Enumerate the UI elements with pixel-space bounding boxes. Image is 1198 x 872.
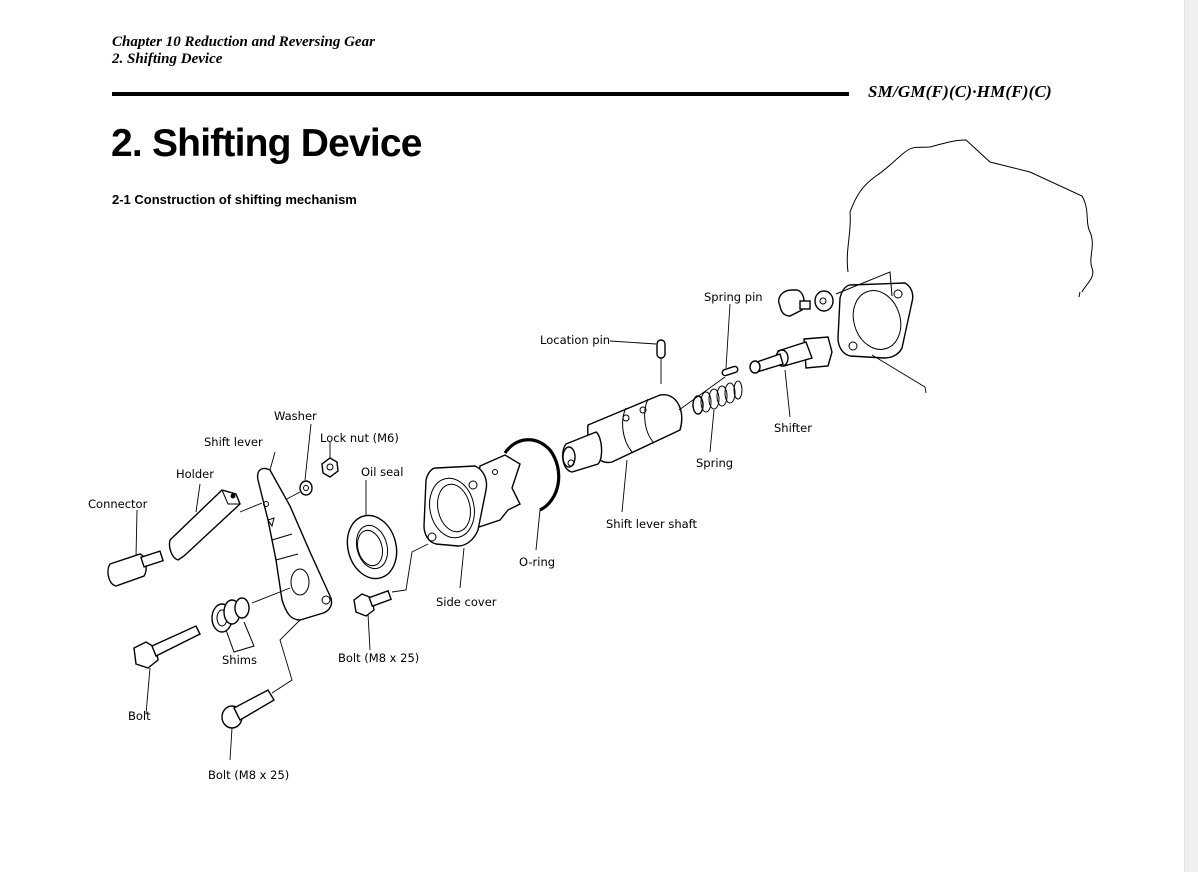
side-cover-part	[423, 454, 521, 547]
section-heading: 2. Shifting Device	[112, 51, 223, 67]
label-bolt: Bolt	[128, 709, 151, 723]
spring-pin-part	[721, 365, 739, 377]
label-bolt-m8-cover: Bolt (M8 x 25)	[338, 651, 419, 665]
label-o-ring: O-ring	[519, 555, 555, 569]
label-location-pin: Location pin	[540, 333, 610, 347]
shift-lever-shaft-part	[561, 376, 726, 473]
chapter-heading: Chapter 10 Reduction and Reversing Gear	[112, 34, 375, 50]
label-connector: Connector	[88, 497, 148, 511]
header-rule	[112, 92, 849, 96]
page-title: 2. Shifting Device	[111, 122, 422, 165]
bolt-m8-cover-part	[353, 543, 429, 617]
label-shifter: Shifter	[774, 421, 812, 435]
subsection-title: 2-1 Construction of shifting mechanism	[112, 192, 357, 207]
flange-plate	[835, 271, 927, 394]
label-washer: Washer	[274, 409, 317, 423]
bolt-m8-lever-part	[221, 619, 301, 729]
label-bolt-m8-lever: Bolt (M8 x 25)	[208, 768, 289, 782]
label-oil-seal: Oil seal	[361, 465, 403, 479]
bolt-part	[133, 625, 201, 669]
plug-bolt	[778, 289, 834, 317]
lock-nut-part	[321, 457, 339, 478]
holder-part	[168, 489, 263, 561]
label-side-cover: Side cover	[436, 595, 497, 609]
leader-lines	[135, 303, 791, 761]
label-shift-lever: Shift lever	[204, 435, 263, 449]
o-ring-part	[503, 438, 561, 512]
connector-part	[107, 550, 164, 587]
shims-part	[211, 587, 291, 653]
label-lock-nut: Lock nut (M6)	[320, 431, 399, 445]
scrollbar-track[interactable]	[1184, 0, 1198, 872]
housing-outline	[846, 139, 1094, 298]
oil-seal-part	[346, 514, 398, 580]
spring-part	[692, 380, 743, 415]
model-code: SM/GM(F)(C)·HM(F)(C)	[868, 82, 1052, 101]
label-shims: Shims	[222, 653, 257, 667]
label-shift-lever-shaft: Shift lever shaft	[606, 517, 698, 531]
running-header: Chapter 10 Reduction and Reversing Gear …	[112, 34, 375, 68]
label-holder: Holder	[176, 467, 214, 481]
label-spring-pin: Spring pin	[704, 290, 763, 304]
shifter-part	[749, 336, 833, 374]
shift-lever-part	[256, 467, 333, 621]
location-pin-part	[656, 339, 666, 384]
label-spring: Spring	[696, 456, 733, 470]
washer-part	[284, 480, 313, 501]
